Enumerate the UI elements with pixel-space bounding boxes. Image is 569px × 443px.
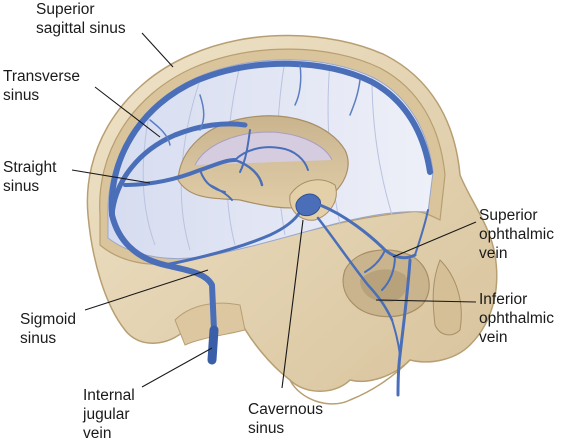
label-line: sinus bbox=[20, 330, 57, 347]
label-superior-ophthalmic-vein: Superior ophthalmic vein bbox=[479, 206, 554, 263]
internal-jugular-vein bbox=[207, 325, 219, 365]
label-straight-sinus: Straight sinus bbox=[3, 158, 56, 196]
label-line: sagittal sinus bbox=[36, 20, 126, 37]
label-line: ophthalmic bbox=[479, 226, 554, 243]
label-superior-sagittal-sinus: Superior sagittal sinus bbox=[36, 0, 126, 38]
label-line: vein bbox=[479, 329, 508, 346]
label-line: sinus bbox=[3, 87, 40, 104]
inferior-ophthalmic-vein-path bbox=[316, 216, 394, 322]
label-line: Cavernous bbox=[248, 401, 323, 418]
transverse-sinus bbox=[109, 121, 248, 218]
label-line: ophthalmic bbox=[479, 310, 554, 327]
label-line: Straight bbox=[3, 159, 57, 176]
cavernous-sinus bbox=[295, 193, 321, 217]
label-line: Internal bbox=[83, 387, 135, 404]
label-line: Superior bbox=[479, 207, 538, 224]
label-line: Transverse bbox=[3, 68, 80, 85]
label-line: vein bbox=[83, 425, 112, 442]
label-line: Sigmoid bbox=[20, 311, 76, 328]
label-line: vein bbox=[479, 245, 508, 262]
label-line: sinus bbox=[248, 420, 285, 437]
venous-sinuses bbox=[108, 60, 433, 397]
label-transverse-sinus: Transverse sinus bbox=[3, 67, 80, 105]
leader-lines bbox=[71, 32, 477, 389]
label-inferior-ophthalmic-vein: Inferior ophthalmic vein bbox=[479, 290, 554, 347]
label-line: Superior bbox=[36, 1, 95, 18]
superior-sagittal-sinus bbox=[108, 60, 433, 218]
label-internal-jugular-vein: Internal jugular vein bbox=[83, 386, 135, 443]
label-line: jugular bbox=[83, 406, 130, 423]
label-sigmoid-sinus: Sigmoid sinus bbox=[20, 310, 76, 348]
label-line: Inferior bbox=[479, 291, 528, 308]
label-cavernous-sinus: Cavernous sinus bbox=[248, 400, 323, 438]
label-line: sinus bbox=[3, 178, 40, 195]
